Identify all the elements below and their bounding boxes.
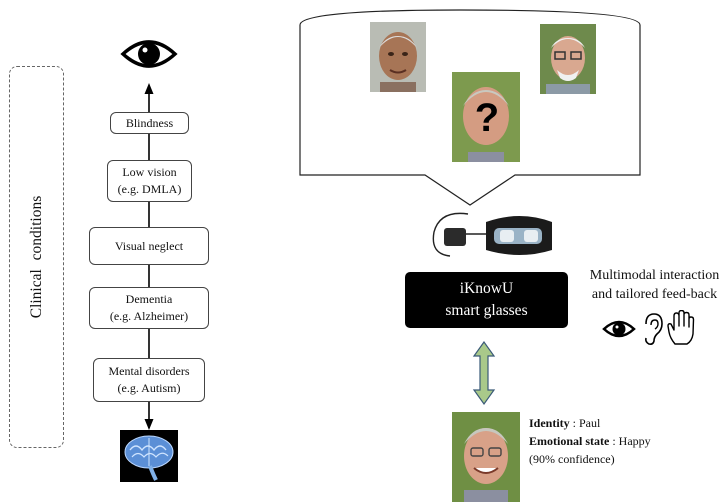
condition-box-mental-disorders: Mental disorders (e.g. Autism) xyxy=(93,358,205,402)
device-name: iKnowU xyxy=(459,280,514,297)
identity-value: : Paul xyxy=(569,416,601,430)
confidence-line: (90% confidence) xyxy=(529,452,615,466)
emotion-label: Emotional state xyxy=(529,434,610,448)
condition-box-dementia: Dementia (e.g. Alzheimer) xyxy=(89,287,209,329)
device-type: smart glasses xyxy=(445,302,528,319)
emotion-value: : Happy xyxy=(609,434,651,448)
feedback-line-2: and tailored feed-back xyxy=(591,287,718,302)
hand-icon xyxy=(667,310,695,345)
face-photo-unknown xyxy=(452,72,520,162)
emotion-line: Emotional state : Happy xyxy=(529,432,719,450)
feedback-line-1: Multimodal interaction xyxy=(589,268,720,283)
condition-label: Visual neglect xyxy=(114,238,184,253)
recognition-result: Identity : Paul Emotional state : Happy … xyxy=(529,414,719,468)
glasses-icon xyxy=(432,212,552,257)
condition-label: Blindness xyxy=(125,115,174,130)
feedback-caption: Multimodal interaction and tailored feed… xyxy=(584,266,725,304)
face-photo-left xyxy=(370,22,426,92)
condition-example: (e.g. Alzheimer) xyxy=(109,309,189,323)
condition-box-low-vision: Low vision (e.g. DMLA) xyxy=(107,160,192,202)
identity-label: Identity xyxy=(529,416,570,430)
condition-example: (e.g. DMLA) xyxy=(117,182,182,196)
unknown-question-mark: ? xyxy=(474,96,500,140)
condition-box-blindness: Blindness xyxy=(110,112,189,134)
face-photo-right xyxy=(540,24,596,94)
condition-label: Low vision xyxy=(122,165,177,179)
ear-icon xyxy=(645,313,663,345)
identity-line: Identity : Paul xyxy=(529,414,719,432)
brain-icon xyxy=(120,430,178,482)
clinical-conditions-frame xyxy=(9,66,64,448)
condition-label: Mental disorders xyxy=(108,364,190,378)
eye-icon xyxy=(602,320,636,338)
condition-box-visual-neglect: Visual neglect xyxy=(89,227,209,265)
eye-icon xyxy=(120,40,178,68)
condition-example: (e.g. Autism) xyxy=(117,381,181,395)
smart-glasses-box: iKnowU smart glasses xyxy=(405,272,568,328)
face-photo-recognized xyxy=(452,412,520,502)
double-arrow xyxy=(472,340,496,406)
condition-label: Dementia xyxy=(125,292,173,306)
